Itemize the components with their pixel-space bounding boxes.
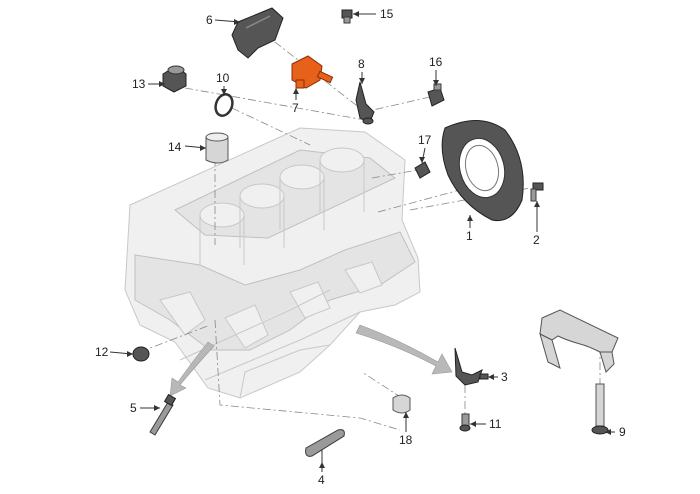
flow-arrow-oil-pump-pipe bbox=[355, 324, 453, 375]
callout-18: 18 bbox=[399, 433, 413, 447]
part-bearing-cap-9 bbox=[539, 309, 619, 435]
part-bolt-15 bbox=[341, 9, 353, 24]
callout-11: 11 bbox=[489, 417, 502, 431]
part-sensor-8 bbox=[355, 81, 375, 125]
callout-10: 10 bbox=[216, 71, 230, 85]
part-bolt-2 bbox=[530, 182, 544, 202]
callout-6: 6 bbox=[206, 13, 213, 27]
part-plug-12 bbox=[132, 346, 150, 362]
part-oil-jet bbox=[454, 347, 489, 386]
flow-arrow-dowel bbox=[169, 341, 215, 397]
callout-16: 16 bbox=[429, 55, 443, 69]
callout-15: 15 bbox=[380, 7, 394, 21]
callout-8: 8 bbox=[358, 57, 365, 71]
callout-2: 2 bbox=[533, 233, 540, 247]
callout-3: 3 bbox=[501, 370, 508, 384]
callout-12: 12 bbox=[95, 345, 109, 359]
part-sleeve-14 bbox=[205, 132, 229, 164]
cylinder-block bbox=[124, 127, 421, 399]
part-cover-6 bbox=[231, 7, 284, 59]
part-sleeve-18 bbox=[392, 394, 411, 414]
callout-14: 14 bbox=[168, 140, 182, 154]
callout-4: 4 bbox=[318, 473, 325, 487]
callout-9: 9 bbox=[619, 425, 626, 439]
callout-13: 13 bbox=[132, 77, 146, 91]
part-bolt-11 bbox=[459, 413, 471, 432]
callout-5: 5 bbox=[130, 401, 137, 415]
part-sensor-16 bbox=[427, 83, 445, 107]
part-long-bolt-5 bbox=[149, 393, 177, 436]
orange-bolt-part bbox=[291, 55, 334, 89]
part-rear-oil-seal-housing bbox=[441, 119, 524, 222]
callout-7: 7 bbox=[292, 101, 299, 115]
leader-arrowheads bbox=[127, 11, 611, 468]
callout-17: 17 bbox=[418, 133, 432, 147]
part-tube-4 bbox=[305, 429, 345, 462]
part-cap-13 bbox=[162, 65, 187, 93]
callout-1: 1 bbox=[466, 229, 473, 243]
part-plug-17 bbox=[414, 161, 431, 179]
part-o-ring-10 bbox=[214, 93, 234, 117]
